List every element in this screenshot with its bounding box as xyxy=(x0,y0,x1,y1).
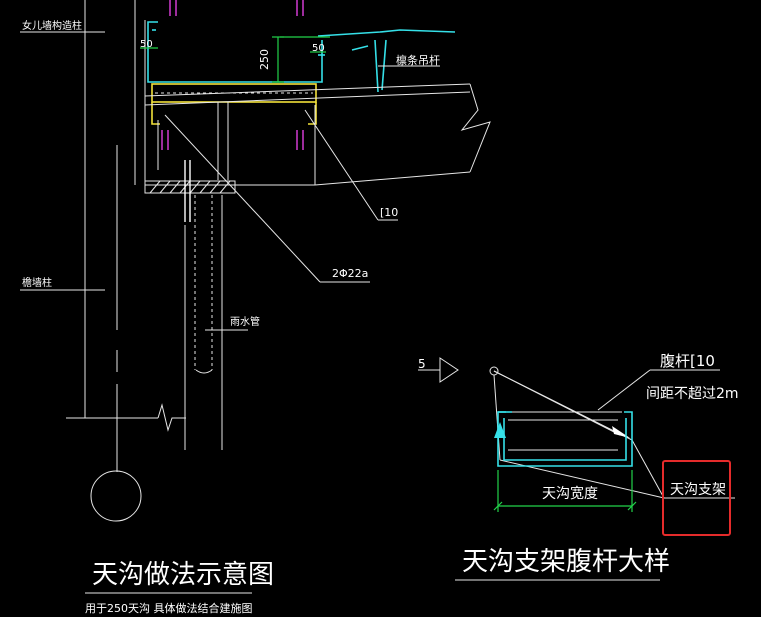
label-bolt-spec: 2Φ22a xyxy=(332,267,368,280)
web-member-detail xyxy=(418,357,735,536)
label-gutter-hanger: 檩条吊杆 xyxy=(396,53,440,67)
label-channel-10: [10 xyxy=(380,206,398,219)
label-parapet-column: 女儿墙构造柱 xyxy=(22,19,82,32)
note-left: 用于250天沟 具体做法结合建施图 xyxy=(85,601,253,615)
label-angle-left: 50 xyxy=(140,39,153,50)
column-axis-bubble xyxy=(90,470,142,522)
title-left: 天沟做法示意图 xyxy=(92,560,274,590)
label-spacing-note: 间距不超过2m xyxy=(646,386,739,402)
label-web-member: 腹杆[10 xyxy=(660,352,715,370)
title-right: 天沟支架腹杆大样 xyxy=(462,547,670,577)
left-column xyxy=(20,0,186,472)
label-dim-5: 5 xyxy=(418,357,426,371)
highlight-box xyxy=(662,460,731,536)
label-gutter-width: 天沟宽度 xyxy=(542,485,598,502)
label-rainwater-pipe: 雨水管 xyxy=(230,315,260,328)
label-angle-right: 50 xyxy=(312,43,325,54)
label-gutter-support: 天沟支架 xyxy=(670,482,726,498)
label-eave-column: 檐墙柱 xyxy=(22,276,52,289)
label-gutter-depth: 250 xyxy=(258,49,271,70)
gutter-section xyxy=(134,0,491,450)
